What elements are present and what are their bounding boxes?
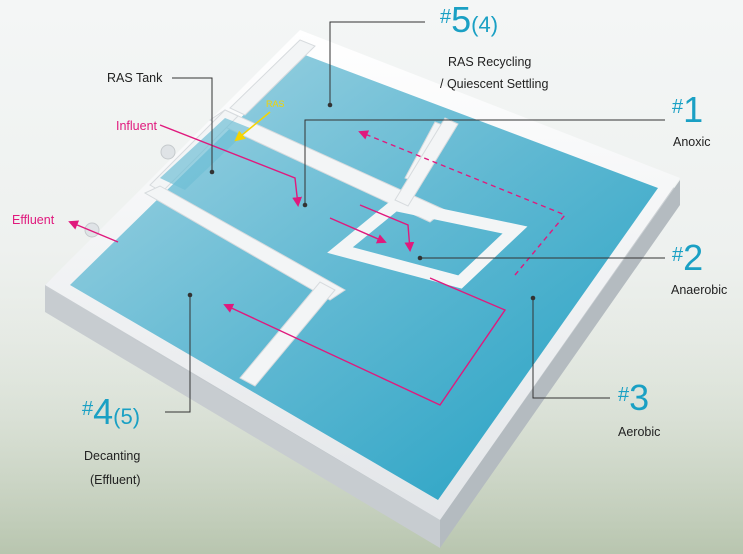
influent-arrow — [159, 124, 303, 207]
zone1-number: #1 — [672, 92, 703, 128]
zone3-digit: 3 — [629, 377, 650, 418]
zone2-name: Anaerobic — [671, 283, 728, 297]
ras-tank-basin — [160, 118, 250, 190]
zone3-number: #3 — [618, 380, 649, 416]
zone1-name: Anoxic — [673, 135, 711, 149]
leader-lines — [165, 21, 665, 413]
effluent-label: Effluent — [12, 213, 55, 227]
influent-pipe — [160, 144, 176, 160]
effluent-arrow — [68, 220, 119, 243]
zone5-number: #5(4) — [440, 2, 498, 38]
zone4-line2: (Effluent) — [90, 473, 141, 487]
zone5-paren: (4) — [471, 12, 499, 37]
water-surface — [70, 55, 658, 500]
tank-front-side — [45, 287, 440, 548]
ras-arrow-label: RAS — [266, 99, 285, 109]
zone4-digit: 4 — [93, 391, 114, 432]
zone4-hash: # — [82, 398, 94, 420]
ras-arrow — [234, 111, 271, 142]
aerobic-loop-arrow — [223, 277, 507, 406]
ras-return-arrow — [358, 130, 567, 276]
leader-dots — [187, 102, 536, 301]
anoxic-to-anaerobic-arrow — [329, 217, 387, 244]
zone5-hash: # — [440, 6, 452, 28]
zone5-digit: 5 — [451, 0, 472, 40]
ras-tank-label: RAS Tank — [107, 71, 163, 85]
zone4-paren: (5) — [113, 404, 141, 429]
zone2-digit: 2 — [683, 237, 704, 278]
zone5-line2: / Quiescent Settling — [440, 77, 549, 91]
flow-arrows — [68, 124, 567, 406]
zone1-hash: # — [672, 96, 684, 118]
zone2-hash: # — [672, 244, 684, 266]
zone3-name: Aerobic — [618, 425, 661, 439]
tank-right-side — [440, 180, 680, 548]
anaerobic-inner-arrow — [359, 204, 415, 252]
zone4-number: #4(5) — [82, 394, 140, 430]
zone2-number: #2 — [672, 240, 703, 276]
zone1-digit: 1 — [683, 89, 704, 130]
zone4-line1: Decanting — [84, 449, 141, 463]
zone3-hash: # — [618, 384, 630, 406]
zone5-line1: RAS Recycling — [448, 55, 532, 69]
effluent-pipe — [84, 222, 100, 238]
influent-label: Influent — [116, 119, 158, 133]
